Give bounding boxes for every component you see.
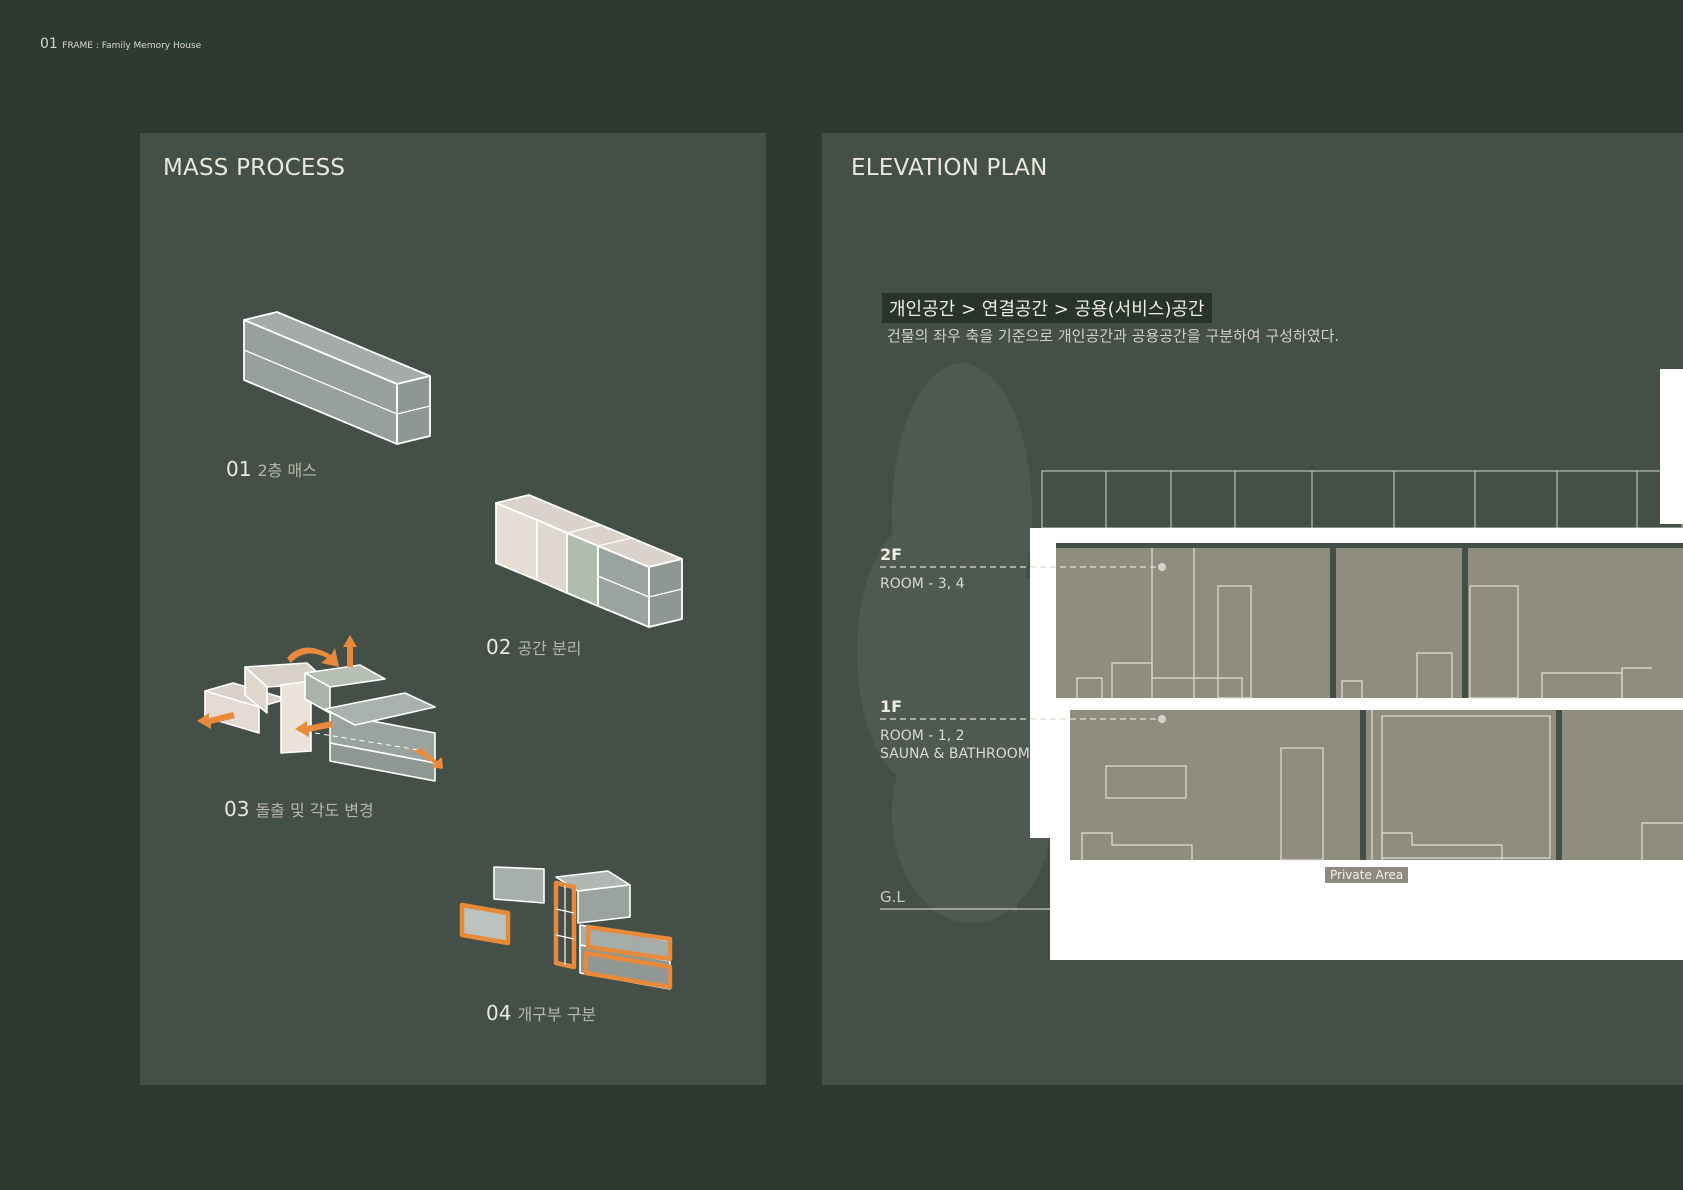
mass-process-title: MASS PROCESS: [163, 155, 346, 181]
floor-1f-rooms: ROOM - 1, 2 SAUNA & BATHROOM: [880, 727, 1030, 763]
mass-step-04-number: 04: [486, 1001, 512, 1025]
floor-1f-code: 1F: [880, 697, 903, 716]
floor-1f-room-1: ROOM - 1, 2: [880, 728, 965, 744]
mass-step-01-label: 01 2층 매스: [226, 457, 317, 481]
mass-step-03-number: 03: [224, 797, 250, 821]
mass-step-02-number: 02: [486, 635, 512, 659]
mass-step-02-desc: 공간 분리: [517, 639, 582, 658]
mass-step-04-desc: 개구부 구분: [517, 1005, 597, 1024]
elevation-section-drawing: [857, 363, 1683, 960]
mass-step-01-desc: 2층 매스: [257, 461, 317, 480]
floor-2f-code: 2F: [880, 545, 903, 564]
elevation-plan-title: ELEVATION PLAN: [851, 155, 1048, 181]
page-number: 01: [40, 36, 58, 52]
mass-step-02-label: 02 공간 분리: [486, 635, 581, 659]
mass-step-01-number: 01: [226, 457, 252, 481]
space-hierarchy-highlight: 개인공간 > 연결공간 > 공용(서비스)공간: [882, 293, 1212, 323]
mass-step-03-desc: 돌출 및 각도 변경: [255, 801, 374, 820]
elevation-plan-panel: ELEVATION PLAN 개인공간 > 연결공간 > 공용(서비스)공간 건…: [822, 133, 1683, 1085]
mass-process-panel: MASS PROCESS 01 2층 매스 02 공간 분리: [140, 133, 766, 1085]
private-area-tag: Private Area: [1325, 867, 1409, 883]
floor-1f-room-2: SAUNA & BATHROOM: [880, 746, 1030, 762]
floor-2f-room-1: ROOM - 3, 4: [880, 576, 965, 592]
mass-step-02-diagram: [495, 494, 683, 628]
mass-step-01-diagram: [243, 311, 431, 445]
mass-step-03-label: 03 돌출 및 각도 변경: [224, 797, 374, 821]
elevation-description: 건물의 좌우 축을 기준으로 개인공간과 공용공간을 구분하여 구성하였다.: [887, 327, 1340, 345]
floor-2f-rooms: ROOM - 3, 4: [880, 575, 965, 593]
mass-step-03-diagram: [197, 635, 443, 782]
mass-step-04-diagram: [459, 866, 673, 990]
project-name: FRAME : Family Memory House: [62, 41, 202, 51]
ground-level-label: G.L: [880, 888, 905, 906]
mass-step-04-label: 04 개구부 구분: [486, 1001, 596, 1025]
page-header: 01 FRAME : Family Memory House: [40, 36, 201, 52]
